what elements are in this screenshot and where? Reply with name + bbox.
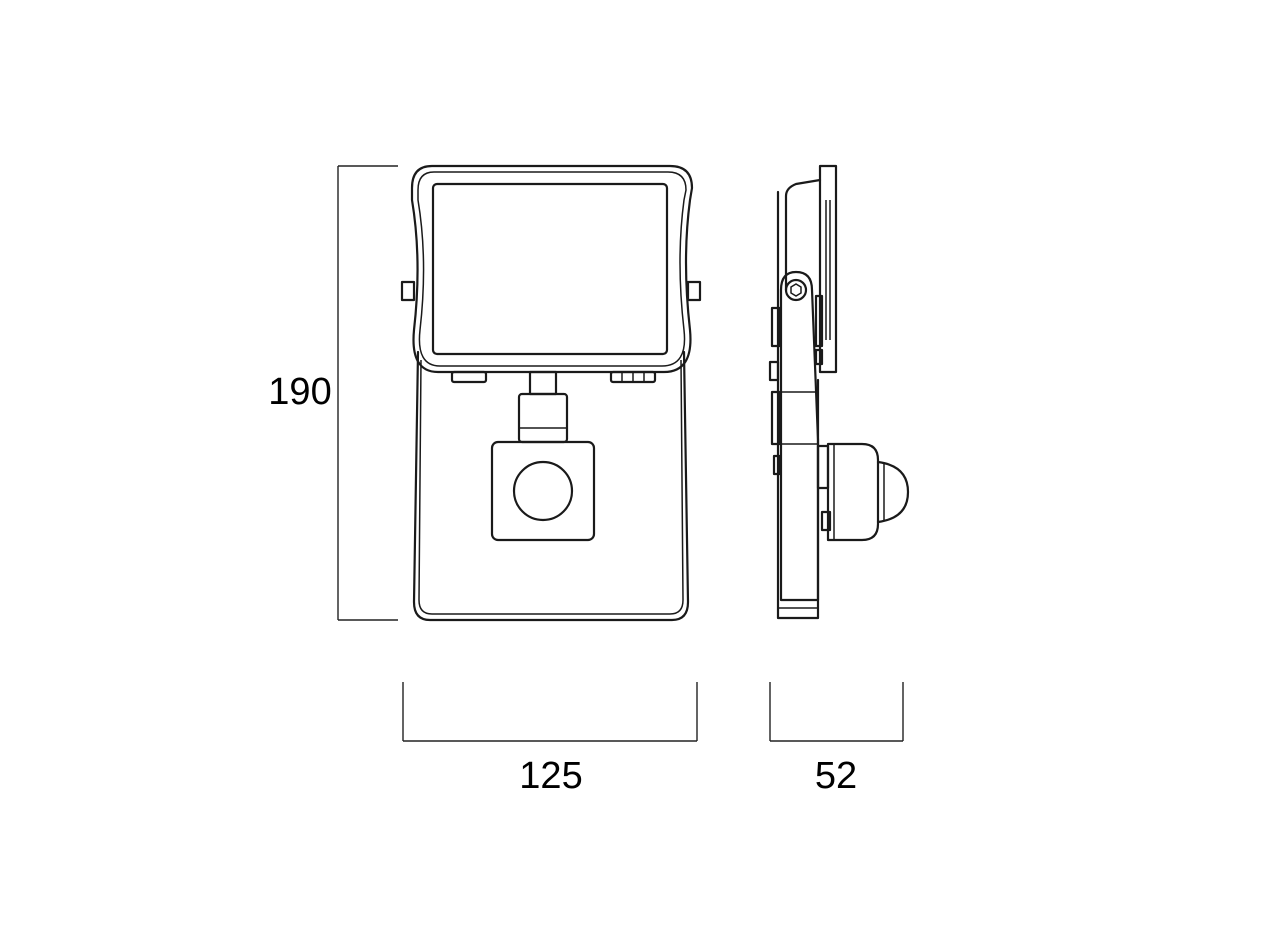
lamp-frame <box>410 164 694 374</box>
front-view <box>400 164 702 622</box>
pivot-bracket <box>779 270 820 602</box>
width-label: 125 <box>519 755 582 797</box>
height-dimension <box>337 165 398 621</box>
width-dimension <box>402 682 698 742</box>
led-panel <box>431 182 669 356</box>
depth-label: 52 <box>815 755 857 797</box>
sensor-dome <box>876 460 910 524</box>
side-lamp-head <box>784 164 838 374</box>
front-mounting-pins <box>400 280 702 302</box>
frame-clips <box>450 370 657 384</box>
side-housing <box>768 190 820 620</box>
sensor-neck <box>517 370 569 444</box>
pir-sensor-side <box>816 442 910 542</box>
front-housing <box>412 350 690 622</box>
pir-sensor-front <box>490 440 596 542</box>
depth-dimension <box>769 682 904 742</box>
side-view <box>768 164 910 620</box>
pivot-bolt <box>784 278 808 302</box>
sensor-lens <box>512 460 574 522</box>
height-label: 190 <box>268 371 331 413</box>
